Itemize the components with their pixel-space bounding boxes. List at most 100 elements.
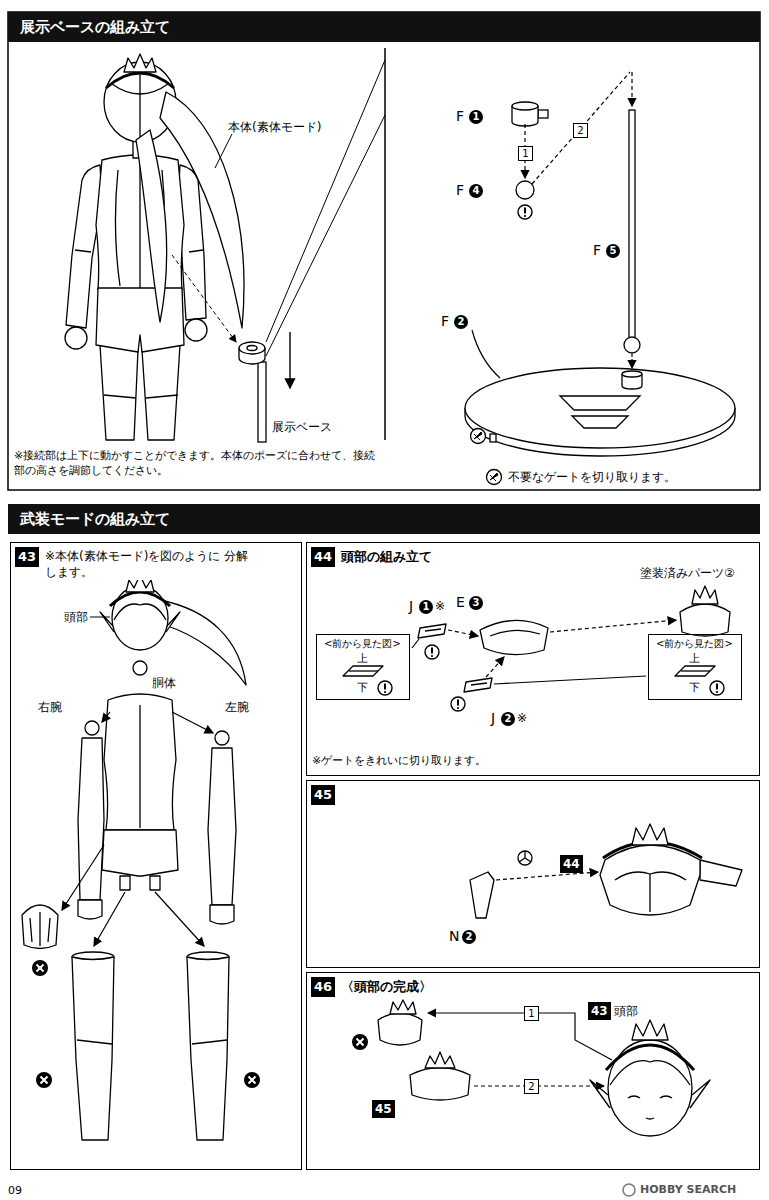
watermark-logo <box>623 1184 635 1196</box>
discard-mark <box>36 1072 52 1088</box>
leader-line <box>289 332 290 388</box>
exploded-body <box>77 1040 227 1044</box>
caution-icon <box>710 681 724 695</box>
page-number: 09 <box>8 1184 22 1198</box>
caution-icon <box>378 681 392 695</box>
section-band: 武装モードの組み立て <box>8 504 760 534</box>
head-parts <box>490 630 540 636</box>
assembly-arrow <box>472 330 500 378</box>
assembly-arrow <box>94 892 125 946</box>
discard-mark <box>244 1072 260 1088</box>
part-letter: F <box>440 314 450 329</box>
exploded-body <box>114 604 166 620</box>
part-letter: J <box>408 599 414 614</box>
exploded-body <box>139 705 140 828</box>
discard-mark <box>352 1034 368 1050</box>
head-parts <box>343 666 383 676</box>
section-title: 武装モードの組み立て <box>8 504 760 534</box>
exploded-body <box>160 600 246 685</box>
step-order: 1 <box>518 146 533 161</box>
head-assembly <box>518 851 532 865</box>
figure-outline <box>96 155 184 290</box>
caution-icon <box>471 205 533 485</box>
front-view-box: <前から見た図>上下 <box>316 634 410 700</box>
part-letter: N <box>448 929 460 944</box>
part-label: ※ <box>435 599 445 613</box>
step-order: 1 <box>524 1006 539 1021</box>
assembly-arrow <box>62 845 104 910</box>
stand-parts <box>622 371 642 377</box>
head-assembly <box>378 824 742 1136</box>
step-panel: 45 <box>306 780 760 968</box>
part-label: 頭部 <box>614 1004 638 1018</box>
step-ref: 45 <box>372 1100 395 1118</box>
step-number: 46 <box>311 977 335 997</box>
assembly-arrow <box>494 676 646 684</box>
assembly-arrow <box>428 1013 612 1060</box>
head-assembly <box>615 872 686 912</box>
step-panel: 43※本体(素体モード)を図のように 分解します。 <box>10 542 302 1170</box>
callout-number: 5 <box>606 244 620 258</box>
step-heading: 〈頭部の完成〉 <box>341 978 432 996</box>
part-letter: F <box>455 109 465 124</box>
exploded-body <box>210 905 234 924</box>
part-label: 展示ベース <box>272 420 332 434</box>
step-ref: 43 <box>588 1002 611 1020</box>
exploded-body <box>187 957 229 1140</box>
figure-outline <box>100 345 138 440</box>
stand-parts <box>465 368 735 448</box>
head-parts <box>349 670 378 671</box>
step-order: 2 <box>524 1079 539 1094</box>
section-frame <box>384 48 386 440</box>
note-text: ※ゲートをきれいに切り取ります。 <box>312 754 486 768</box>
step-heading: ※本体(素体モード)を図のように 分解します。 <box>45 548 255 580</box>
part-label: 不要なゲートを切り取ります。 <box>508 470 676 484</box>
exploded-body <box>110 592 170 606</box>
figure-outline <box>124 54 156 72</box>
stand-connector <box>258 362 266 442</box>
figure-outline <box>106 73 174 88</box>
stand-connector <box>239 342 266 442</box>
head-assembly <box>700 860 742 886</box>
head-assembly <box>600 845 700 915</box>
exploded-body <box>85 721 99 735</box>
callout-number: 2 <box>462 930 476 944</box>
step-number: 45 <box>311 785 335 805</box>
assembly-arrow <box>486 657 504 677</box>
exploded-body <box>102 830 178 876</box>
step-panel: 46 〈頭部の完成〉 <box>306 972 760 1170</box>
assembly-arrow <box>62 712 213 946</box>
callout-number: 1 <box>469 110 483 124</box>
head-assembly <box>632 1020 668 1040</box>
assembly-arrow <box>428 872 612 1086</box>
stand-parts <box>629 110 635 340</box>
view-caption: <前から見た図> <box>656 638 733 650</box>
step-ref: 44 <box>560 855 583 873</box>
caution-icon <box>518 205 532 219</box>
part-label: 頭部 <box>64 610 88 624</box>
section-frame <box>8 12 760 490</box>
leader-line <box>172 60 385 388</box>
leader-line <box>172 255 236 342</box>
figure-outline <box>65 54 244 440</box>
view-caption: <前から見た図> <box>324 638 401 650</box>
head-parts <box>471 683 487 685</box>
stand-parts <box>490 434 496 442</box>
stand-parts <box>624 337 640 353</box>
callout-number: 4 <box>469 184 483 198</box>
head-assembly <box>390 1000 416 1014</box>
head-assembly <box>519 851 531 862</box>
discard-mark <box>32 960 48 976</box>
exploded-body <box>104 694 176 830</box>
part-label: 左腕 <box>225 700 249 714</box>
exploded-body <box>78 900 102 919</box>
stand-parts <box>560 396 640 428</box>
assembly-arrow <box>412 639 419 648</box>
head-assembly <box>628 1096 672 1119</box>
stand-parts <box>512 102 538 110</box>
assembly-arrow <box>172 712 213 733</box>
callout-number: 1 <box>419 600 433 614</box>
caution-icon <box>378 645 724 711</box>
part-label: 胴体 <box>152 676 176 690</box>
assembly-arrow <box>631 72 632 106</box>
